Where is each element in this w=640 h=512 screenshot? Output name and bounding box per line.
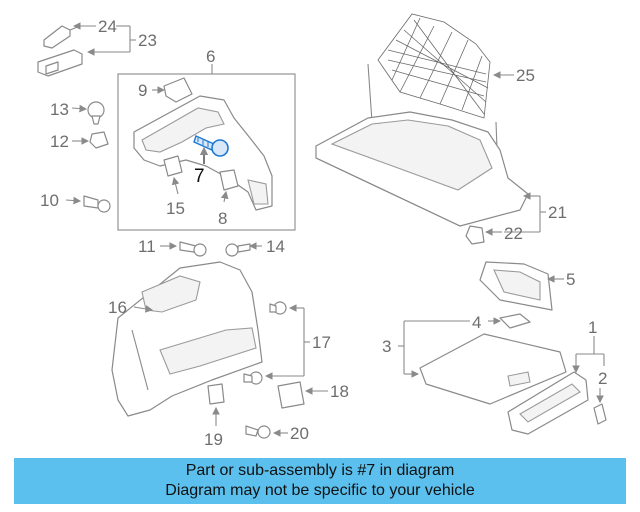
- part-21-tonneau-cover[interactable]: [315, 111, 529, 227]
- callout-13: 13: [50, 100, 69, 119]
- leader-1: [572, 336, 605, 404]
- part-18-retainer[interactable]: [277, 381, 305, 409]
- part-19-cover[interactable]: [207, 383, 225, 405]
- callout-15: 15: [166, 199, 185, 218]
- part-14-bolt[interactable]: [225, 243, 251, 257]
- part-20-clip[interactable]: [245, 425, 271, 439]
- part-5-bracket[interactable]: [479, 261, 553, 311]
- part-8-bracket[interactable]: [219, 169, 239, 191]
- callout-9: 9: [138, 81, 147, 100]
- callout-4: 4: [472, 313, 481, 332]
- part-22-hook[interactable]: [465, 225, 485, 245]
- part-9-clip[interactable]: [163, 77, 193, 103]
- part-15-clip[interactable]: [163, 155, 183, 177]
- leader-17: [264, 304, 310, 380]
- callout-12: 12: [50, 132, 69, 151]
- banner-line-2: Diagram may not be specific to your vehi…: [165, 482, 475, 499]
- info-banner: Part or sub-assembly is #7 in diagram Di…: [14, 458, 626, 504]
- part-10-bolt[interactable]: [83, 195, 111, 213]
- part-11-bolt[interactable]: [179, 241, 207, 257]
- leader-21: [504, 192, 546, 233]
- leader-24-23: [72, 22, 136, 56]
- part-16-side-trim[interactable]: [111, 261, 263, 417]
- part-17-clip-a[interactable]: [269, 301, 287, 315]
- callout-5: 5: [566, 270, 575, 289]
- callout-8: 8: [218, 209, 227, 228]
- part-13-clip[interactable]: [87, 101, 105, 125]
- callout-20: 20: [290, 424, 309, 443]
- part-4-pad[interactable]: [499, 313, 531, 329]
- banner-line-1: Part or sub-assembly is #7 in diagram: [185, 462, 455, 479]
- callout-21: 21: [548, 203, 567, 222]
- part-2-clip[interactable]: [593, 403, 607, 425]
- callout-24: 24: [98, 17, 117, 36]
- parts-diagram: 24 23 13 12 10 6 9 7 15: [37, 13, 607, 449]
- callout-19: 19: [204, 430, 223, 449]
- callout-18: 18: [330, 382, 349, 401]
- callout-11: 11: [138, 237, 156, 256]
- callout-16: 16: [108, 298, 127, 317]
- part-7-screw[interactable]: [193, 135, 229, 157]
- part-23-lamp-housing[interactable]: [37, 49, 83, 77]
- sub-assembly-6-box: [117, 73, 296, 231]
- part-17-clip-b[interactable]: [243, 371, 263, 385]
- callout-14: 14: [266, 237, 285, 256]
- callout-2: 2: [598, 369, 607, 388]
- callout-25: 25: [516, 66, 535, 85]
- callout-6: 6: [206, 47, 215, 66]
- callout-23: 23: [138, 31, 157, 50]
- leader-3: [398, 320, 470, 378]
- callout-10: 10: [40, 191, 59, 210]
- callout-3: 3: [382, 337, 391, 356]
- part-3-floor-board[interactable]: [419, 333, 567, 405]
- callout-1: 1: [588, 318, 597, 337]
- callout-22: 22: [504, 224, 523, 243]
- part-6-trim-panel[interactable]: [133, 95, 273, 211]
- callout-17: 17: [312, 333, 331, 352]
- part-24-clip[interactable]: [43, 25, 81, 49]
- callout-7: 7: [194, 166, 205, 187]
- part-12-nut[interactable]: [89, 131, 109, 149]
